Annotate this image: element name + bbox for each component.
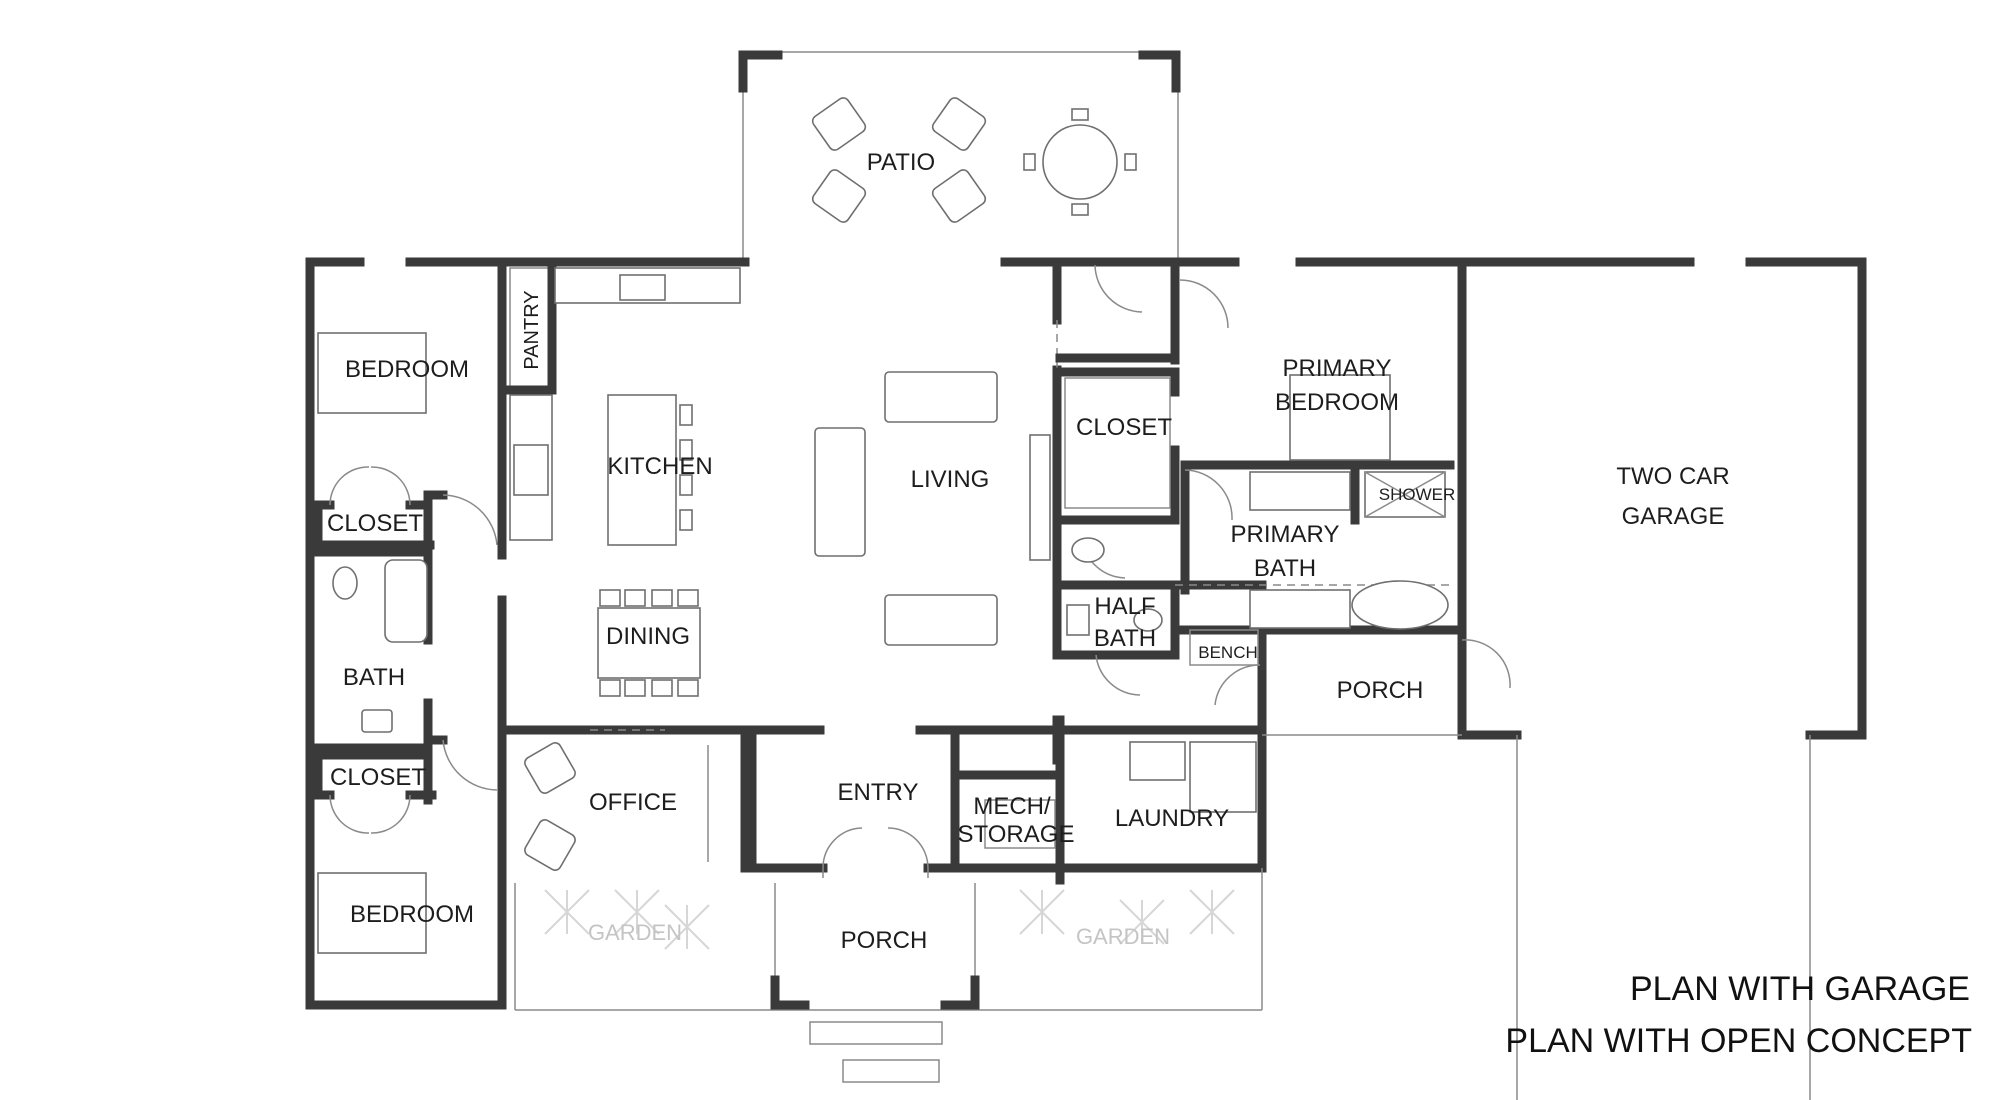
garden-left-label: GARDEN xyxy=(588,920,682,945)
patio-chairs-icon xyxy=(811,97,987,223)
laundry-label: LAUNDRY xyxy=(1115,805,1229,832)
shower-label: SHOWER xyxy=(1379,485,1456,504)
caption-line-1: PLAN WITH GARAGE xyxy=(1630,970,1970,1008)
closet-primary-label: CLOSET xyxy=(1076,414,1172,441)
primary-bedroom-label-2: BEDROOM xyxy=(1275,389,1399,416)
driveway xyxy=(1262,734,1811,1100)
garden-right-label: GARDEN xyxy=(1076,924,1170,949)
sink-icon xyxy=(1129,741,1186,781)
mech-label-2: STORAGE xyxy=(958,821,1075,848)
bed-icon xyxy=(317,872,427,954)
closet-top-label: CLOSET xyxy=(327,510,423,537)
porch-front-label: PORCH xyxy=(841,927,928,954)
toilet-icon xyxy=(1071,537,1105,563)
kitchen-area xyxy=(497,257,741,546)
bed-icon xyxy=(317,332,427,414)
office-entry xyxy=(524,729,929,878)
range-icon xyxy=(513,444,549,496)
front-yard xyxy=(514,868,1263,1083)
sofa-icon xyxy=(884,371,998,423)
porch-side-label: PORCH xyxy=(1337,677,1424,704)
bath-label: BATH xyxy=(343,664,405,691)
caption-line-2: PLAN WITH OPEN CONCEPT xyxy=(1505,1022,1972,1060)
sofa-icon xyxy=(814,427,866,557)
bed-icon xyxy=(1289,374,1391,461)
plant-icon xyxy=(544,889,1235,950)
living-label: LIVING xyxy=(911,466,990,493)
primary-bath-label-2: BATH xyxy=(1254,555,1316,582)
pantry-label: PANTRY xyxy=(521,290,543,369)
closet-bottom-label: CLOSET xyxy=(330,764,426,791)
garage-label-1: TWO CAR xyxy=(1616,463,1729,490)
exterior-walls xyxy=(305,257,1867,1010)
sink-icon xyxy=(1066,604,1090,636)
step-icon xyxy=(842,1059,940,1083)
island-icon xyxy=(607,394,677,546)
dining-area xyxy=(597,589,701,697)
sofa-icon xyxy=(884,594,998,646)
bedroom-bottom-label: BEDROOM xyxy=(350,901,474,928)
garage-label-2: GARAGE xyxy=(1622,503,1725,530)
half-bath-label-1: HALF xyxy=(1094,593,1155,620)
bench-label: BENCH xyxy=(1198,643,1258,662)
vanity-icon xyxy=(1249,471,1351,511)
dining-label: DINING xyxy=(606,623,690,650)
toilet-icon xyxy=(332,566,358,600)
sink-icon xyxy=(619,274,666,301)
mech-label-1: MECH/ xyxy=(973,793,1051,820)
washer-dryer-icon xyxy=(1189,741,1257,813)
vanity-icon xyxy=(1249,589,1351,629)
sink-icon xyxy=(361,709,393,733)
living-area xyxy=(814,320,1058,646)
patio-table-icon xyxy=(1023,108,1137,216)
bathtub-icon xyxy=(1351,580,1449,630)
bathtub-icon xyxy=(384,559,428,643)
dining-table-icon xyxy=(597,607,701,679)
patio-label: PATIO xyxy=(867,149,935,176)
bedroom-top-label: BEDROOM xyxy=(345,356,469,383)
half-bath-label-2: BATH xyxy=(1094,625,1156,652)
left-wing xyxy=(305,332,498,954)
entry-label: ENTRY xyxy=(838,779,919,806)
patio-area: PATIO xyxy=(738,50,1181,260)
step-icon xyxy=(809,1021,943,1045)
fireplace-icon xyxy=(1029,434,1051,561)
primary-bath-label-1: PRIMARY xyxy=(1231,521,1340,548)
kitchen-label: KITCHEN xyxy=(607,453,712,480)
right-wing xyxy=(984,257,1511,849)
office-label: OFFICE xyxy=(589,789,677,816)
toilet-icon xyxy=(1133,608,1163,632)
primary-bedroom-label-1: PRIMARY xyxy=(1283,355,1392,382)
